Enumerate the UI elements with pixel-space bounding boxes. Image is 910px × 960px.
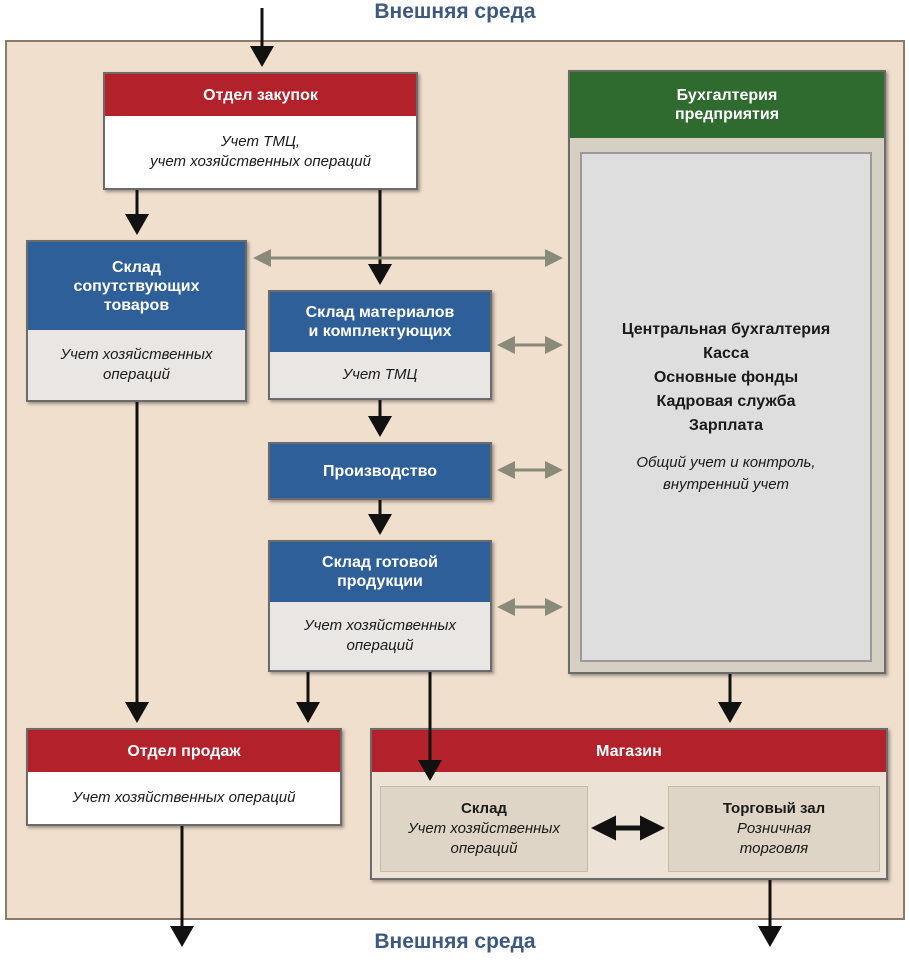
sales-text: Учет хозяйственных операций (28, 772, 340, 824)
materials-warehouse-text: Учет ТМЦ (270, 352, 490, 398)
accounting-note: Общий учет и контроль, внутренний учет (636, 454, 816, 493)
finished-goods-warehouse-title: Склад готовой продукции (270, 542, 490, 602)
accounting-item: Касса (703, 345, 749, 362)
finished-goods-warehouse-text: Учет хозяйственных операций (270, 602, 490, 670)
external-environment-top: Внешняя среда (374, 0, 536, 23)
accounting-panel: Центральная бухгалтерия Касса Основные ф… (580, 152, 872, 662)
sales-hall: Торговый зал Розничная торговля (668, 786, 880, 872)
materials-warehouse-box: Склад материалов и комплектующих Учет ТМ… (268, 290, 492, 400)
accounting-item: Кадровая служба (656, 393, 796, 410)
purchasing-box: Отдел закупок Учет ТМЦ, учет хозяйственн… (103, 72, 418, 190)
production-title: Производство (270, 444, 490, 498)
purchasing-text: Учет ТМЦ, учет хозяйственных операций (105, 116, 416, 188)
sales-hall-text: Розничная торговля (737, 820, 811, 857)
sales-hall-title: Торговый зал (722, 800, 826, 817)
store-warehouse: Склад Учет хозяйственных операций (380, 786, 588, 872)
store-warehouse-title: Склад (461, 800, 507, 817)
accounting-item: Основные фонды (653, 369, 799, 386)
accounting-title: Бухгалтерия предприятия (570, 72, 884, 138)
purchasing-title: Отдел закупок (105, 74, 416, 116)
sales-title: Отдел продаж (28, 730, 340, 772)
store-warehouse-text: Учет хозяйственных операций (408, 820, 560, 857)
production-box: Производство (268, 442, 492, 500)
accessory-warehouse-box: Склад сопутствующих товаров Учет хозяйст… (26, 240, 247, 402)
store-title: Магазин (372, 730, 886, 772)
sales-box: Отдел продаж Учет хозяйственных операций (26, 728, 342, 826)
accounting-item: Зарплата (688, 417, 764, 434)
accessory-warehouse-title: Склад сопутствующих товаров (28, 242, 245, 330)
materials-warehouse-title: Склад материалов и комплектующих (270, 292, 490, 352)
accounting-item: Центральная бухгалтерия (621, 321, 831, 338)
external-environment-bottom: Внешняя среда (374, 930, 536, 953)
finished-goods-warehouse-box: Склад готовой продукции Учет хозяйственн… (268, 540, 492, 672)
accessory-warehouse-text: Учет хозяйственных операций (28, 330, 245, 400)
